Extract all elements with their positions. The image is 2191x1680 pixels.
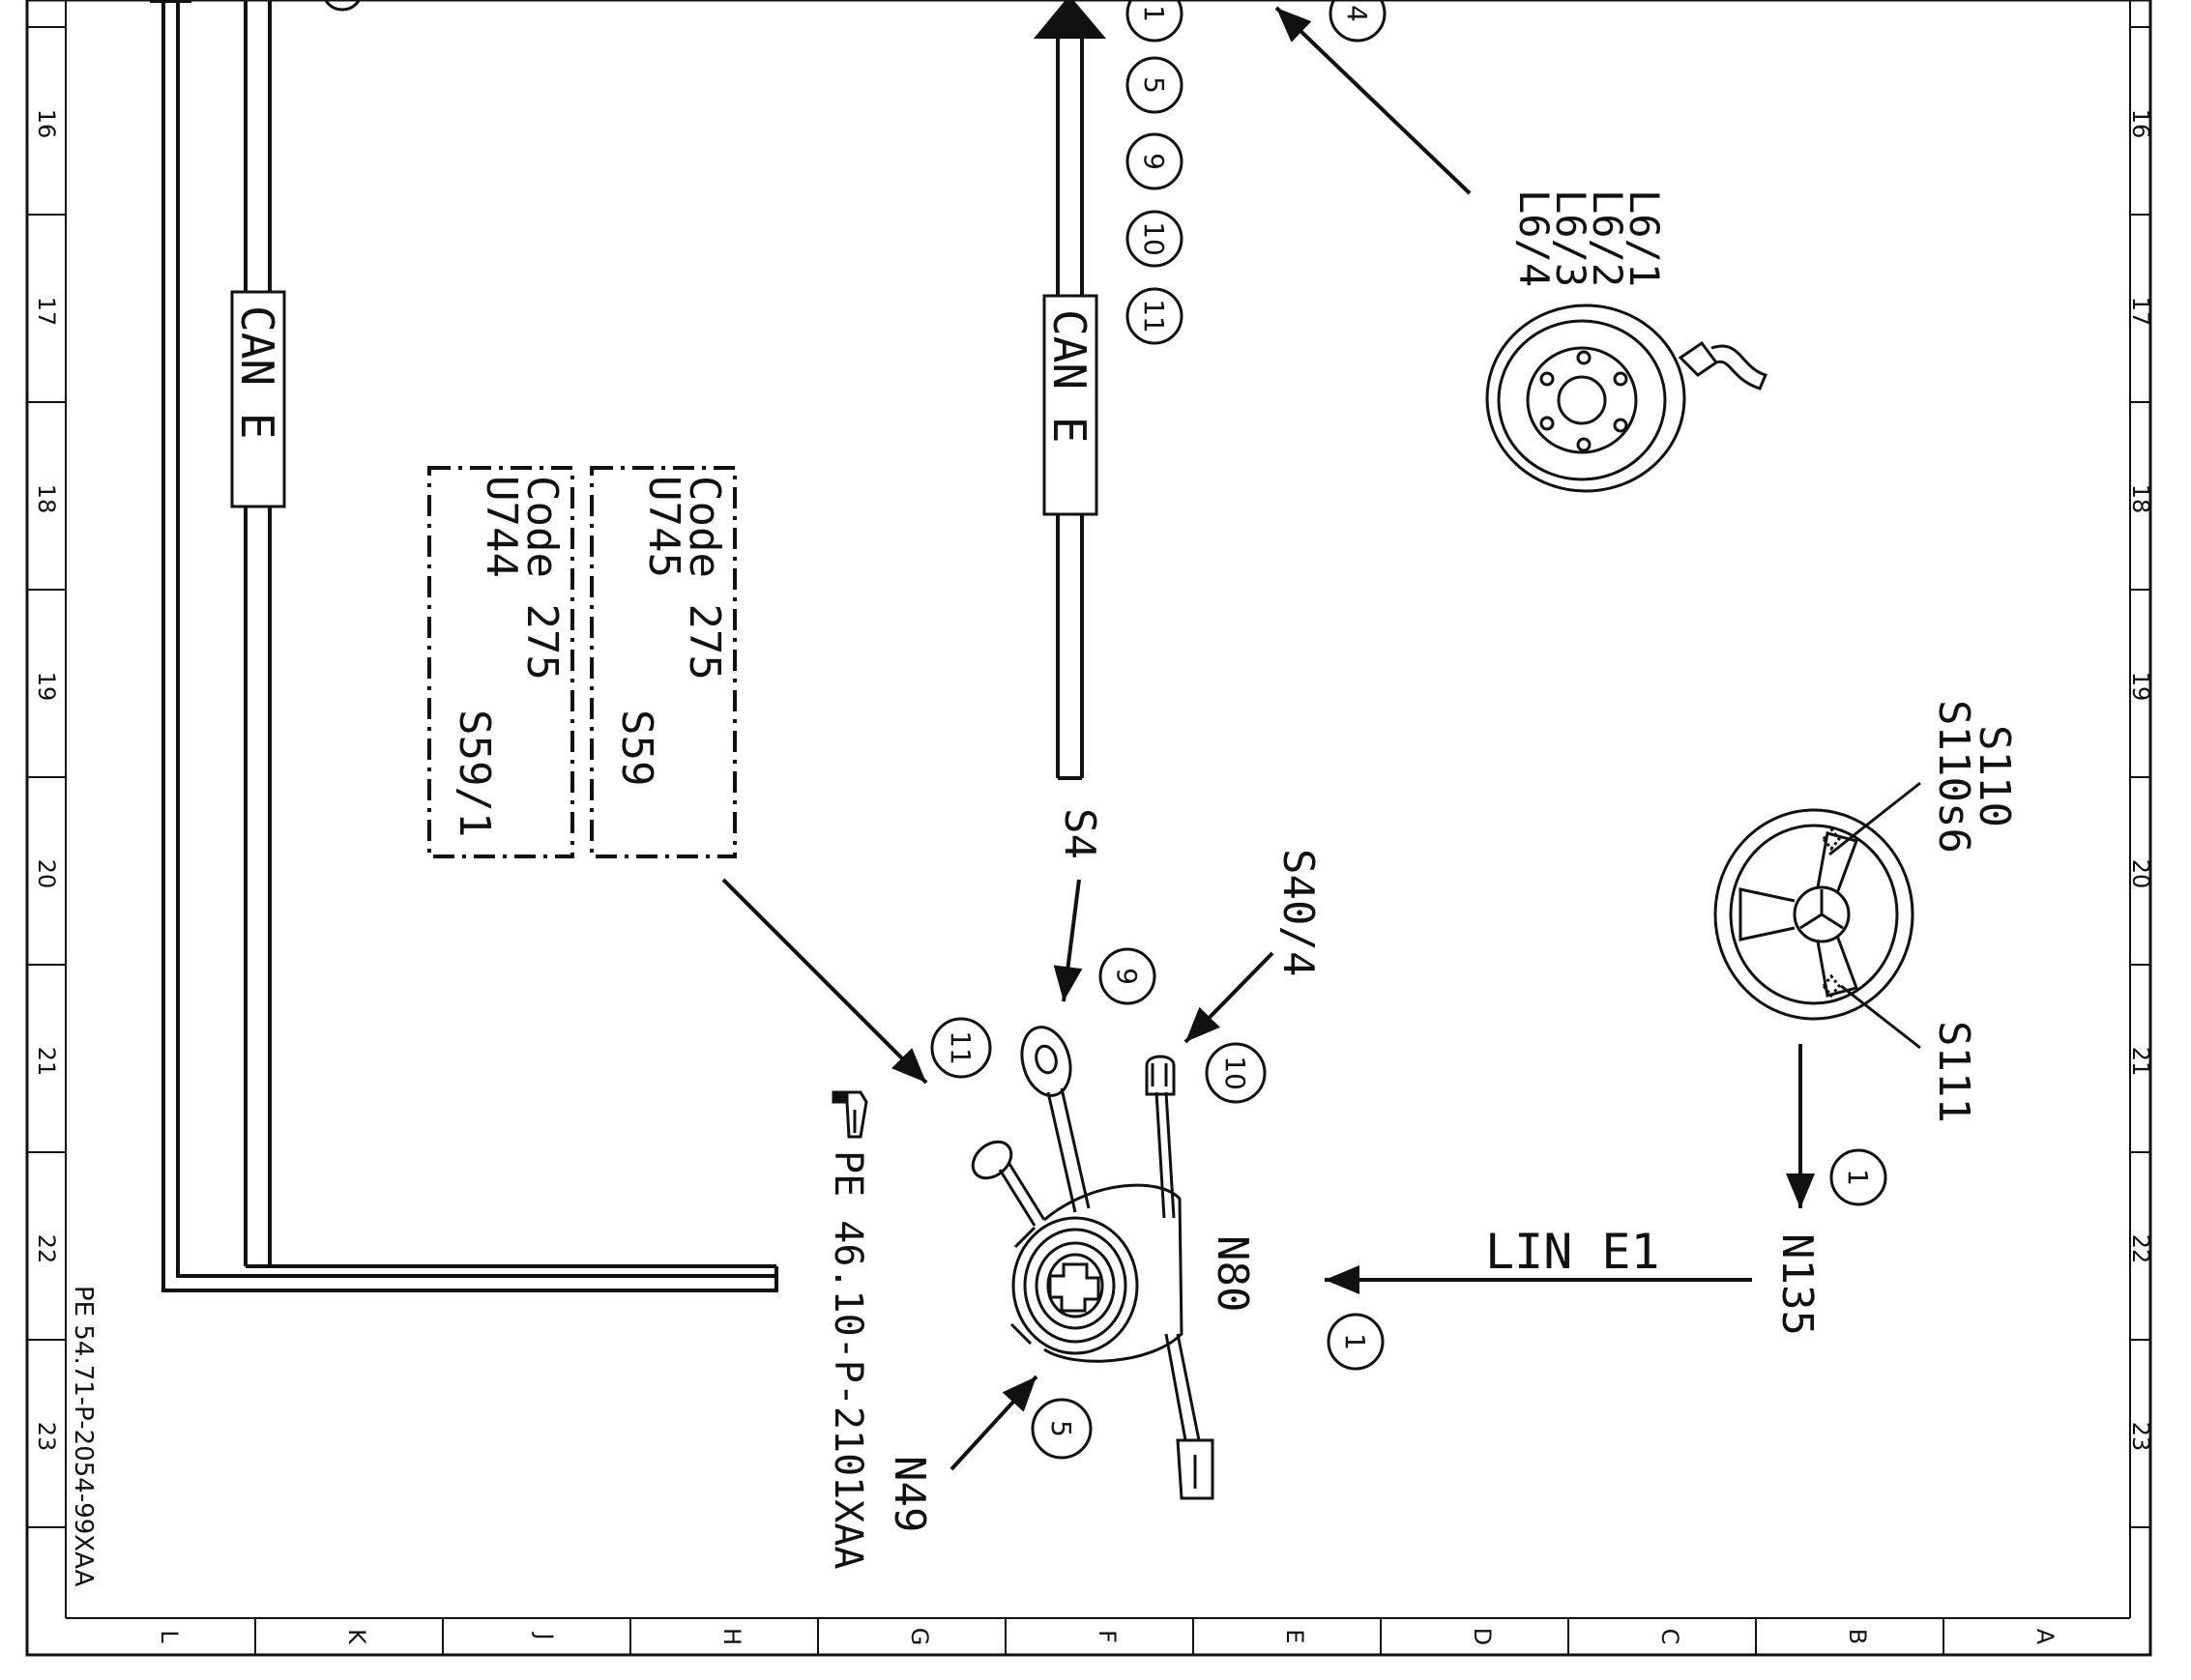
row-labels-right: 16 17 18 19 20 21 22 23 xyxy=(2127,109,2154,1452)
callout-n80-1-circle xyxy=(1327,1313,1385,1371)
can-bus-center-label-box xyxy=(1042,294,1098,516)
can-bus-center-arrowhead xyxy=(1034,0,1106,39)
s4-arrow xyxy=(1053,879,1083,1002)
top-callout-labels: 1 5 9 10 11 xyxy=(1138,5,1170,333)
s110s6-label: S110s6 xyxy=(1929,700,1978,854)
top-left-callout-partial xyxy=(323,0,362,12)
row-label-right-19: 19 xyxy=(2127,672,2154,702)
row-label-right-21: 21 xyxy=(2127,1047,2154,1077)
l6-1-label: L6/1 xyxy=(1621,189,1668,287)
row-labels-left: 16 17 18 19 20 21 22 23 xyxy=(33,109,60,1452)
s4-label: S4 xyxy=(1055,808,1104,859)
row-label-19: 19 xyxy=(33,672,60,702)
callout-n135-1-circle xyxy=(1829,1148,1887,1206)
code-box-right-line2: U745 xyxy=(639,476,688,578)
row-ticks xyxy=(27,26,2150,1528)
top-callout-9: 9 xyxy=(1138,153,1170,170)
s111-leader xyxy=(1840,984,1921,1050)
code-box-left: Code 275 U744 S59/1 xyxy=(427,466,574,858)
row-label-right-18: 18 xyxy=(2127,484,2154,514)
top-callout-5: 5 xyxy=(1138,76,1170,94)
l6-4-label: L6/4 xyxy=(1510,189,1558,287)
callout-s4-9-circle xyxy=(1098,947,1156,1005)
row-label-right-23: 23 xyxy=(2127,1422,2154,1452)
row-label-20: 20 xyxy=(33,859,60,889)
column-ticks xyxy=(254,1618,1944,1655)
column-label-c: C xyxy=(1656,1629,1683,1645)
can-bus-left-label-box xyxy=(230,290,286,508)
n80-label: N80 xyxy=(1208,1235,1257,1312)
row-label-17: 17 xyxy=(33,297,60,327)
s111-label: S111 xyxy=(1929,1021,1978,1123)
lin-e1-label: LIN E1 xyxy=(1485,1224,1660,1280)
callout-n80-11-circle xyxy=(930,1017,992,1079)
s110-label: S110 xyxy=(1970,725,2019,827)
top-callout-11: 11 xyxy=(1138,299,1170,333)
callout-4-circle xyxy=(1329,0,1387,43)
top-callouts xyxy=(1125,0,1183,345)
column-label-h: H xyxy=(718,1628,745,1645)
s110-leader xyxy=(1828,781,1921,856)
row-label-right-16: 16 xyxy=(2127,109,2154,139)
combination-switch-icon xyxy=(971,1026,1214,1500)
row-label-21: 21 xyxy=(33,1047,60,1077)
column-label-j: J xyxy=(531,1631,558,1639)
callout-n80-1: 1 xyxy=(1339,1333,1371,1350)
code-box-left-line1: Code 275 xyxy=(517,476,567,681)
s40-4-arrow xyxy=(1183,951,1274,1044)
n135-label: N135 xyxy=(1772,1233,1822,1336)
column-labels: L K J H G F E D C B A xyxy=(156,1628,2059,1646)
column-label-g: G xyxy=(906,1628,933,1646)
callout-n49-5-circle xyxy=(1031,1398,1093,1460)
l6-3-label: L6/3 xyxy=(1547,189,1594,287)
document-reference: PE 54.71-P-2054-99XAA xyxy=(69,1286,98,1587)
callout-n135-1: 1 xyxy=(1842,1169,1874,1186)
n49-arrow xyxy=(949,1375,1038,1471)
l6-labels: L6/1 L6/2 L6/3 L6/4 xyxy=(1510,189,1668,287)
s40-4-label: S40/4 xyxy=(1273,849,1323,976)
code-box-arrow xyxy=(721,878,928,1085)
hand-pointer-icon xyxy=(832,1090,868,1139)
column-label-a: A xyxy=(2031,1629,2059,1645)
l6-arrow xyxy=(1274,6,1472,195)
code-box-right: Code 275 U745 S59 xyxy=(590,466,737,858)
n49-label: N49 xyxy=(885,1456,934,1532)
code-box-left-part: S59/1 xyxy=(450,710,499,837)
drawing-frame xyxy=(25,0,2152,1657)
row-label-right-22: 22 xyxy=(2127,1234,2154,1264)
column-label-k: K xyxy=(343,1629,370,1645)
can-bus-center-label: CAN E xyxy=(1043,309,1096,443)
l6-2-label: L6/2 xyxy=(1584,189,1631,287)
speed-sensor-ring-icon xyxy=(1485,304,1768,493)
top-callout-10: 10 xyxy=(1138,221,1170,256)
column-label-f: F xyxy=(1094,1630,1121,1643)
can-bus-left-label: CAN E xyxy=(231,305,283,439)
code-box-right-line1: Code 275 xyxy=(680,476,729,681)
row-label-22: 22 xyxy=(33,1234,60,1264)
row-label-23: 23 xyxy=(33,1422,60,1452)
row-label-18: 18 xyxy=(33,484,60,514)
pe-reference: PE 46.10-P-2101XAA xyxy=(826,1150,870,1569)
column-label-l: L xyxy=(156,1630,183,1643)
callout-s4-9: 9 xyxy=(1111,968,1143,985)
can-bus-left-wire xyxy=(244,0,778,1292)
callout-s40-10: 10 xyxy=(1219,1056,1251,1090)
callout-s40-10-circle xyxy=(1205,1042,1267,1104)
callout-4: 4 xyxy=(1341,5,1373,22)
code-box-right-part: S59 xyxy=(612,710,661,786)
callout-n80-11: 11 xyxy=(945,1030,977,1065)
row-label-16: 16 xyxy=(33,109,60,139)
column-label-b: B xyxy=(1844,1629,1871,1644)
steering-wheel-icon xyxy=(1713,808,1914,1021)
row-label-right-17: 17 xyxy=(2127,297,2154,327)
top-callout-1: 1 xyxy=(1138,5,1170,22)
code-box-left-line2: U744 xyxy=(477,476,526,578)
column-label-d: D xyxy=(1469,1628,1496,1645)
column-label-e: E xyxy=(1281,1629,1308,1643)
callout-n49-5: 5 xyxy=(1045,1420,1077,1437)
row-label-right-20: 20 xyxy=(2127,859,2154,889)
